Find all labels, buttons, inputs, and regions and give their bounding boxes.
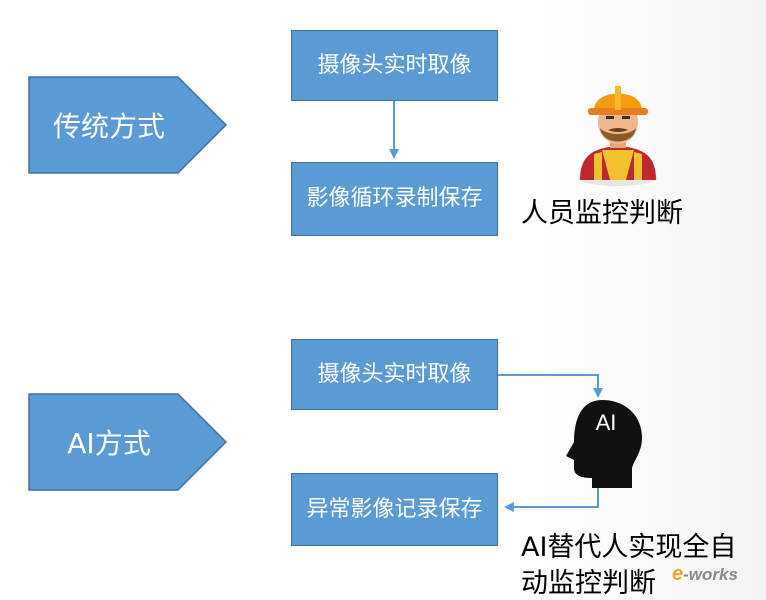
trad-capture-text: 摄像头实时取像 [317,52,472,78]
logo-e: e [672,563,684,585]
ai-to-head-arrow [498,374,603,398]
traditional-method-label: 传统方式 [28,76,228,174]
trad-record-box: 影像循环录制保存 [291,162,498,236]
ai-record-text: 异常影像记录保存 [306,496,483,522]
ai-record-box: 异常影像记录保存 [291,473,498,546]
ai-judge-text: AI替代人实现全自动监控判断 [521,532,737,599]
ai-method-text: AI方式 [67,427,151,460]
ai-judge-caption: AI替代人实现全自动监控判断 [521,530,761,600]
worker-icon [578,86,658,186]
e-works-logo: e-works [672,563,738,586]
ai-head-icon [566,400,642,488]
traditional-method-text: 传统方式 [52,110,165,143]
logo-rest: -works [683,565,738,584]
trad-record-text: 影像循环录制保存 [306,186,483,211]
ai-method-label: AI方式 [28,393,228,491]
ai-capture-box: 摄像头实时取像 [291,339,498,410]
pentagon-arrow-shape [28,393,228,491]
ai-capture-text: 摄像头实时取像 [317,361,472,387]
ai-head-label: AI [595,410,617,435]
trad-judge-caption: 人员监控判断 [521,196,683,232]
pentagon-arrow-shape [28,76,228,174]
trad-capture-box: 摄像头实时取像 [291,30,498,101]
trad-judge-text: 人员监控判断 [521,198,683,229]
